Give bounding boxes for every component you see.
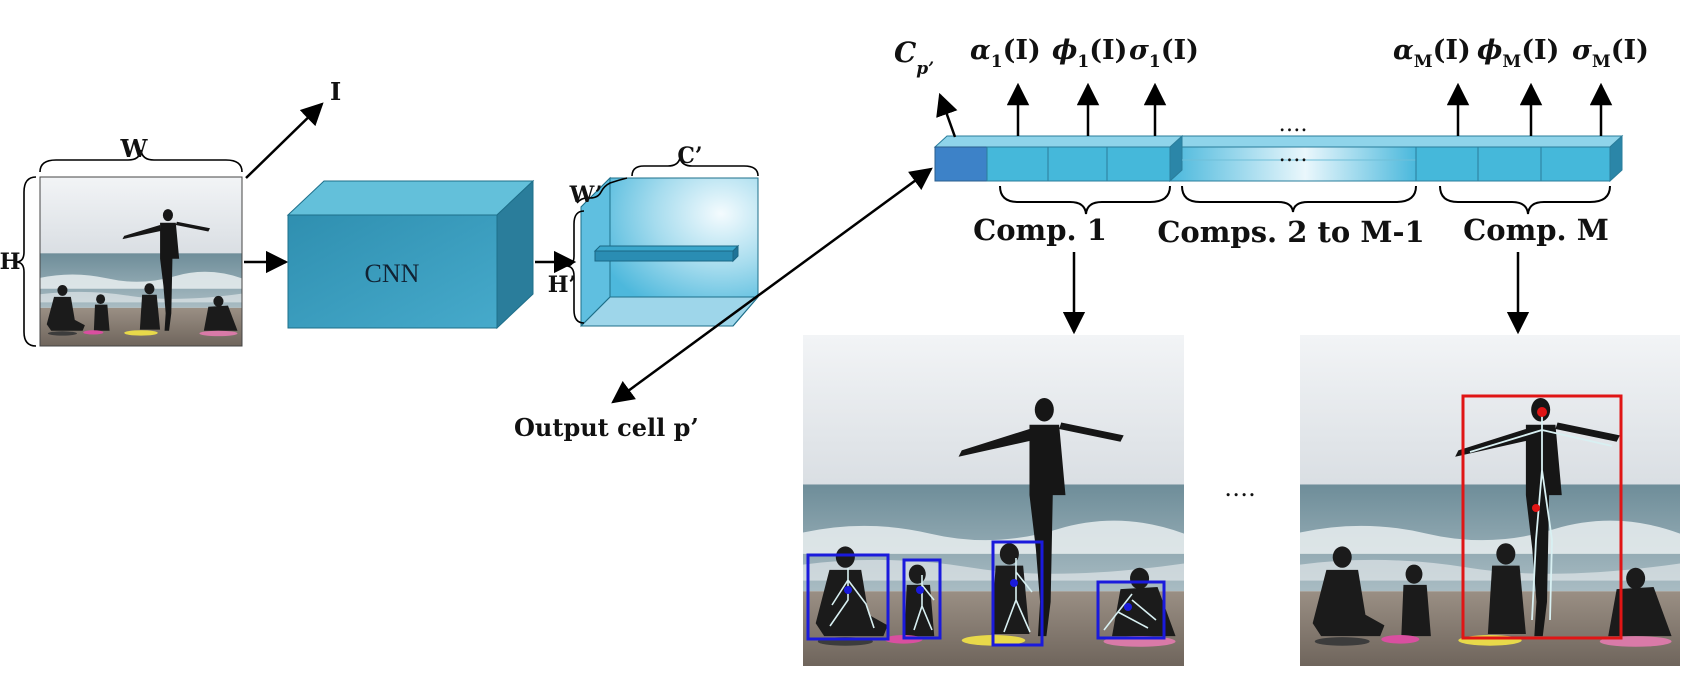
compM-output-label-1: αM(I): [1393, 35, 1471, 72]
compM-sigma-cell: [1540, 146, 1611, 182]
output-cell-bar: [594, 250, 734, 262]
comp1-output-labels: α1(I)ϕ1(I)σ1(I): [970, 35, 1199, 72]
height-brace: [15, 176, 37, 347]
compM-output-arg: (I): [1521, 35, 1559, 66]
comp1-output-arg: (I): [1161, 35, 1199, 66]
cnn-label: CNN: [365, 259, 420, 288]
comp1-output-symbol: σ: [1129, 35, 1149, 66]
comp1-output-symbol: α: [970, 35, 991, 66]
compM-output-label-3: σM(I): [1572, 35, 1649, 72]
compM-output-symbol: α: [1393, 35, 1414, 66]
compM-output-subscript: M: [1592, 52, 1611, 72]
compM-result-image: [1300, 335, 1680, 666]
input-image: [39, 176, 243, 347]
comp1-output-subscript: 1: [1149, 52, 1161, 72]
image-arrow: [245, 102, 324, 179]
detection-box: [902, 558, 942, 640]
comp1-label: Comp. 1: [973, 213, 1107, 247]
featuremap-channels-label: C’: [677, 143, 702, 169]
feature-map: [580, 176, 759, 328]
cnn-block: [286, 179, 535, 330]
featuremap-height-label: H’: [548, 272, 576, 298]
comp1-output-subscript: 1: [1077, 52, 1089, 72]
image-label: I: [330, 77, 341, 106]
comp1-output-arg: (I): [1089, 35, 1127, 66]
comp1-output-symbol: ϕ: [1052, 35, 1077, 66]
compM-label: Comp. M: [1463, 213, 1609, 247]
output-arrows: [936, 82, 1613, 138]
compM-output-subscript: M: [1414, 52, 1433, 72]
output-cell-arrow: [611, 167, 933, 404]
featuremap-channels-brace: [631, 157, 759, 177]
input-width-label: W: [120, 134, 149, 163]
compM-output-symbol: ϕ: [1477, 35, 1502, 66]
middle-cells: [1169, 146, 1417, 182]
compM-output-labels: αM(I)ϕM(I)σM(I): [1393, 35, 1649, 72]
detection-box: [991, 540, 1044, 647]
middle-brace: [1181, 185, 1417, 213]
input-height-label: H: [0, 249, 20, 275]
output-cell-label: Output cell p’: [514, 413, 699, 442]
compM-output-arg: (I): [1611, 35, 1649, 66]
comp1-brace: [999, 185, 1171, 215]
detection-box-red: [1461, 394, 1623, 640]
middle-comps-label: Comps. 2 to M-1: [1157, 215, 1424, 249]
results-ellipsis: ….: [1224, 474, 1256, 502]
confidence-cell: [934, 146, 988, 182]
comp1-detection-boxes: [806, 540, 1166, 647]
confidence-label: Cp’: [894, 36, 934, 79]
featuremap-height-brace: [565, 210, 585, 324]
detection-box: [806, 553, 890, 641]
compM-phi-cell: [1477, 146, 1542, 182]
confidence-main: C: [894, 36, 917, 69]
comp1-phi-cell: [1047, 146, 1108, 182]
featuremap-width-label: W’: [569, 182, 603, 208]
detection-box: [1096, 580, 1166, 640]
comp1-output-arg: (I): [1003, 35, 1041, 66]
vector-ellipsis-top: ….: [1279, 112, 1308, 137]
confidence-sub: p’: [916, 59, 934, 79]
comp1-output-subscript: 1: [991, 52, 1003, 72]
comp1-alpha-cell: [986, 146, 1049, 182]
compM-pose-skeleton: [1469, 410, 1613, 621]
compM-output-label-2: ϕM(I): [1477, 35, 1559, 72]
comp1-output-label-3: σ1(I): [1129, 35, 1199, 72]
comp1-output-label-2: ϕ1(I): [1052, 35, 1127, 72]
compM-output-symbol: σ: [1572, 35, 1592, 66]
compM-output-subscript: M: [1502, 52, 1521, 72]
compM-output-arg: (I): [1433, 35, 1471, 66]
vector-ellipsis-mid: ….: [1279, 142, 1308, 167]
comp1-sigma-cell: [1106, 146, 1171, 182]
compM-brace: [1439, 185, 1611, 215]
width-brace: [39, 149, 243, 173]
comp1-output-label-1: α1(I): [970, 35, 1041, 72]
comp1-pose-skeletons: [829, 558, 1157, 633]
output-vector: [933, 134, 1624, 183]
comp1-result-image: [803, 335, 1184, 666]
compM-alpha-cell: [1415, 146, 1479, 182]
